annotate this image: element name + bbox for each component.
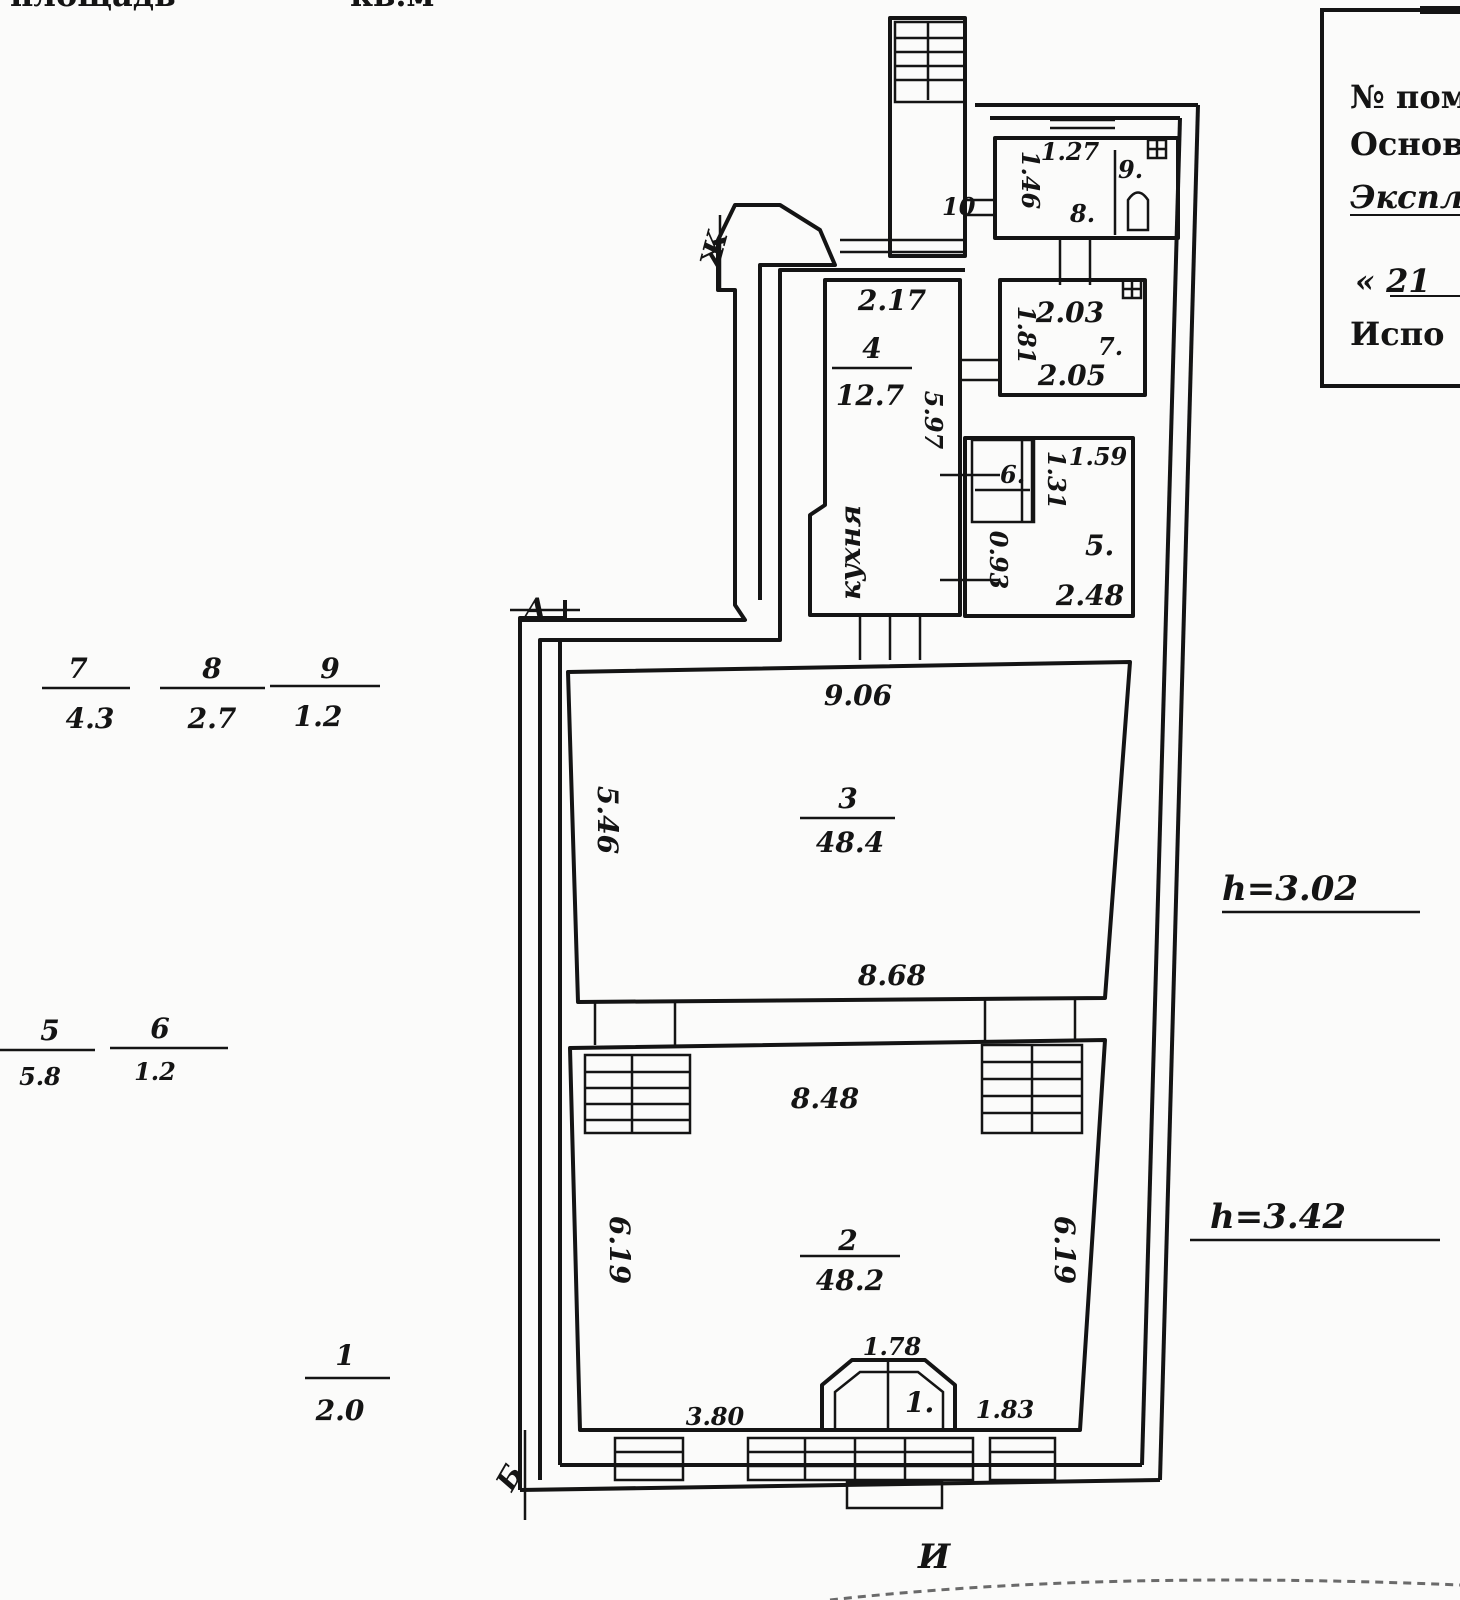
height-upper: h=3.02 bbox=[1222, 869, 1420, 914]
room-3-num: 3 bbox=[838, 782, 857, 815]
room-4-label: 4 12.7 кухня bbox=[832, 332, 912, 600]
room-4-area: 12.7 bbox=[836, 379, 905, 412]
dim-r4-side: 5.97 bbox=[919, 391, 948, 450]
room-4-num: 4 bbox=[862, 332, 881, 365]
dim-r3-top: 9.06 bbox=[824, 679, 892, 712]
axis-zh-label: Ж bbox=[693, 226, 735, 273]
stamp-line-5: Испо bbox=[1350, 315, 1444, 353]
dim-r7-side: 1.81 bbox=[1012, 306, 1041, 364]
dim-r2-left: 6.19 bbox=[603, 1216, 636, 1284]
top-stair bbox=[840, 16, 967, 258]
dim-r4-top: 2.17 bbox=[857, 284, 927, 317]
room-2-area: 48.2 bbox=[816, 1264, 884, 1297]
dim-r6-side: 1.31 bbox=[1042, 451, 1071, 509]
room-2-label: 2 48.2 bbox=[800, 1224, 900, 1297]
stamp-line-3: Экспл bbox=[1350, 178, 1460, 216]
legend-room-5: 5 5.8 bbox=[0, 1014, 95, 1091]
room-2-num: 2 bbox=[837, 1224, 857, 1257]
room-4-name: кухня bbox=[834, 505, 867, 600]
header-right-text: кв.м bbox=[350, 0, 434, 14]
room-1-vestibule bbox=[820, 1358, 957, 1430]
legend-room-8: 8 2.7 bbox=[160, 652, 265, 735]
dim-r2-bottom-left: 3.80 bbox=[686, 1402, 745, 1431]
legend-6-area: 1.2 bbox=[134, 1057, 176, 1086]
room-2 bbox=[568, 1038, 1107, 1432]
dim-r3-bottom: 8.68 bbox=[857, 959, 926, 992]
dim-r7-top: 2.03 bbox=[1035, 296, 1104, 329]
legend-room-9: 9 1.2 bbox=[270, 652, 380, 733]
room-10-num: 10 bbox=[942, 192, 976, 221]
dim-r2-bottom-right: 1.83 bbox=[976, 1395, 1034, 1424]
room-3-area: 48.4 bbox=[816, 826, 884, 859]
room-7 bbox=[998, 278, 1147, 397]
stamp-box: № пом Основ Экспл « 21 Испо bbox=[1320, 6, 1460, 388]
axis-i-label: И bbox=[917, 1537, 951, 1577]
dim-r5-area: 2.48 bbox=[1055, 579, 1124, 612]
legend-6-num: 6 bbox=[150, 1012, 169, 1045]
room-6-num: 6. bbox=[1000, 460, 1025, 489]
axis-a-label: А bbox=[522, 592, 547, 625]
room-9-num: 9. bbox=[1118, 155, 1143, 184]
legend-1-area: 2.0 bbox=[315, 1394, 365, 1427]
legend-room-1: 1 2.0 bbox=[305, 1339, 390, 1427]
dim-r8-top: 1.27 bbox=[1041, 137, 1100, 166]
room-5-6 bbox=[940, 436, 1135, 618]
room-3 bbox=[566, 660, 1132, 1045]
legend-5-area: 5.8 bbox=[19, 1062, 61, 1091]
legend-7-num: 7 bbox=[68, 652, 88, 685]
height-lower-text: h=3.42 bbox=[1210, 1197, 1346, 1237]
legend-8-area: 2.7 bbox=[187, 702, 237, 735]
facade-openings bbox=[613, 1436, 1057, 1482]
room-8-num: 8. bbox=[1069, 199, 1095, 228]
dim-r3-side: 5.46 bbox=[591, 786, 624, 854]
legend-1-num: 1 bbox=[335, 1339, 354, 1372]
room-5-num: 5. bbox=[1085, 529, 1114, 562]
legend-room-6: 6 1.2 bbox=[110, 1012, 228, 1086]
height-upper-text: h=3.02 bbox=[1222, 869, 1358, 909]
legend-8-num: 8 bbox=[201, 652, 221, 685]
dim-r2-top: 8.48 bbox=[790, 1082, 859, 1115]
bottom-caption-scribble bbox=[829, 1578, 1460, 1600]
dim-r8-side: 1.46 bbox=[1016, 151, 1045, 210]
dim-r1-top: 1.78 bbox=[863, 1332, 922, 1361]
room-1-num: 1. bbox=[905, 1386, 934, 1419]
legend-room-7: 7 4.3 bbox=[42, 652, 130, 735]
room-4-kitchen bbox=[808, 278, 1000, 660]
stamp-line-4: « 21 bbox=[1355, 262, 1431, 300]
dim-r5-top: 1.59 bbox=[1069, 442, 1128, 471]
dim-r6-side-2: 0.93 bbox=[984, 531, 1013, 589]
stamp-line-2: Основ bbox=[1350, 125, 1460, 163]
stamp-line-1: № пом bbox=[1350, 78, 1460, 116]
legend-7-area: 4.3 bbox=[66, 702, 115, 735]
height-lower: h=3.42 bbox=[1190, 1197, 1440, 1242]
header-left-text: площадь bbox=[10, 0, 176, 14]
dim-r7-bottom: 2.05 bbox=[1037, 359, 1106, 392]
room-8-9 bbox=[965, 118, 1180, 285]
dim-r2-right: 6.19 bbox=[1048, 1216, 1081, 1284]
room-7-num: 7. bbox=[1098, 332, 1123, 361]
legend-9-area: 1.2 bbox=[294, 700, 343, 733]
legend-5-num: 5 bbox=[40, 1014, 59, 1047]
legend-9-num: 9 bbox=[320, 652, 339, 685]
room-3-label: 3 48.4 bbox=[800, 782, 895, 859]
